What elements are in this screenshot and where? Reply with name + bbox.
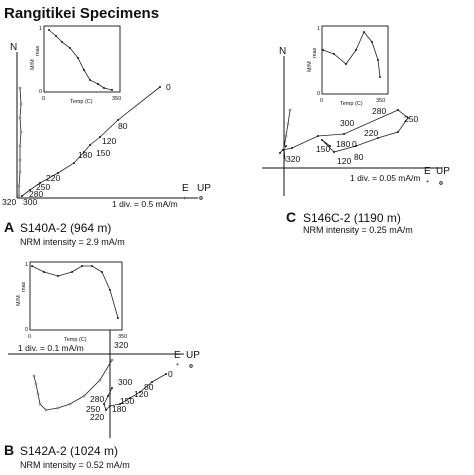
panel-b-step-250: 250 — [86, 404, 100, 414]
panel-a-inset-curve — [48, 29, 113, 91]
panel-a-east-sym: + — [183, 196, 186, 202]
panel-a: N E + UP 0 80 120 150 180 220 250 280 30… — [2, 25, 211, 247]
panel-c-north-label: N — [279, 46, 286, 57]
panel-a-step-0: 0 — [166, 82, 171, 92]
panel-b-inset-xtick-350: 350 — [118, 334, 127, 340]
panel-c-step-120: 120 — [337, 156, 351, 166]
panel-c-step-280: 280 — [372, 106, 386, 116]
panel-c-inset-curve — [322, 31, 381, 78]
panel-b-step-80: 80 — [144, 382, 154, 392]
panel-b-inset-ylabel: M/M — [16, 295, 22, 306]
panel-c-vertical-trace — [282, 108, 292, 162]
panel-c-letter: C — [286, 209, 296, 225]
panel-b-inset-ytick-top: 1 — [25, 262, 28, 268]
panel-a-inset-ytick-top: 1 — [39, 26, 42, 32]
panel-c-inset: M/M max 1 0 0 350 Temp (C) — [307, 25, 389, 107]
panel-b-inset-xlabel: Temp (C) — [64, 337, 87, 343]
panel-b-step-120: 120 — [134, 389, 148, 399]
panel-c-inset-xlabel: Temp (C) — [340, 101, 363, 107]
panel-a-up-label: UP — [197, 183, 211, 194]
panel-c-inset-xtick-350: 350 — [376, 98, 385, 104]
figure-title: Rangitikei Specimens — [4, 5, 159, 22]
panel-a-east-label: E — [182, 183, 189, 194]
panel-c-scale: 1 div. = 0.05 mA/m — [350, 173, 420, 183]
panel-c-step-300: 300 — [340, 118, 354, 128]
panel-c-caption: S146C-2 (1190 m) — [303, 211, 401, 225]
panel-c: N E + UP 0 80 120 150 180 220 250 280 30… — [262, 25, 450, 235]
panel-b-inset-ysub: max — [21, 281, 27, 292]
panel-b-inset-ytick-bottom: 0 — [25, 327, 28, 333]
panel-a-caption: S140A-2 (964 m) — [20, 221, 111, 235]
panel-b-inset-xtick-0: 0 — [28, 334, 31, 340]
panel-c-east-label: E — [424, 166, 431, 177]
panel-a-nrm: NRM intensity = 2.9 mA/m — [20, 237, 125, 247]
panel-a-inset-ytick-bottom: 0 — [39, 89, 42, 95]
panel-b-step-180: 180 — [112, 404, 126, 414]
panel-c-step-180: 180 — [336, 139, 350, 149]
panel-b-up-label: UP — [186, 350, 200, 361]
panel-a-inset-xtick-0: 0 — [42, 96, 45, 102]
panel-a-inset-xtick-350: 350 — [112, 96, 121, 102]
panel-c-up-label: UP — [436, 166, 450, 177]
panel-c-up-sym — [439, 181, 443, 185]
panel-c-step-320: 320 — [286, 154, 300, 164]
panel-a-step-220: 220 — [46, 173, 60, 183]
panel-c-nrm: NRM intensity = 0.25 mA/m — [303, 225, 413, 235]
panel-b-up-sym — [189, 364, 193, 368]
panel-b-letter: B — [4, 442, 14, 458]
panel-a-north-label: N — [10, 42, 17, 53]
panel-b-step-300: 300 — [118, 377, 132, 387]
panel-b-inset: M/M max 1 0 0 350 Temp (C) — [16, 261, 127, 343]
panel-b-east-sym: + — [176, 362, 179, 368]
panel-c-step-220: 220 — [364, 128, 378, 138]
panel-b-step-320: 320 — [114, 340, 128, 350]
panel-c-inset-xtick-0: 0 — [320, 98, 323, 104]
panel-a-up-sym — [199, 196, 203, 200]
panel-a-step-300: 300 — [23, 197, 37, 207]
panel-b-step-220: 220 — [90, 412, 104, 422]
panel-a-step-80: 80 — [118, 121, 128, 131]
panel-c-inset-ytick-bottom: 0 — [317, 91, 320, 97]
panel-b-step-280: 280 — [90, 394, 104, 404]
panel-c-inset-ysub: max — [312, 47, 318, 58]
panel-b-step-0: 0 — [168, 369, 173, 379]
panel-a-step-120: 120 — [102, 136, 116, 146]
panel-a-inset: M/M max 1 0 0 350 Temp (C) — [30, 25, 121, 105]
panel-a-step-150: 150 — [96, 148, 110, 158]
panel-a-inset-xlabel: Temp (C) — [70, 99, 93, 105]
panel-a-step-180: 180 — [78, 150, 92, 160]
panel-c-step-250: 250 — [404, 114, 418, 124]
panel-b: N E + UP 0 80 120 150 180 220 250 280 30… — [4, 261, 200, 470]
panel-a-step-250: 250 — [36, 182, 50, 192]
panel-b-nrm: NRM intensity = 0.52 mA/m — [20, 460, 130, 470]
panel-a-horizontal-trace — [21, 86, 161, 197]
panel-c-inset-ytick-top: 1 — [317, 26, 320, 32]
panel-a-inset-ylabel: M/M — [30, 59, 36, 70]
panel-a-step-280: 280 — [29, 189, 43, 199]
panel-a-scale: 1 div. = 0.5 mA/m — [112, 199, 178, 209]
panel-b-east-label: E — [174, 350, 181, 361]
panel-c-inset-ylabel: M/M — [307, 61, 313, 72]
panel-b-scale: 1 div. = 0.1 mA/m — [18, 343, 84, 353]
panel-a-letter: A — [4, 219, 14, 235]
panel-b-step-150: 150 — [120, 396, 134, 406]
panel-a-inset-ysub: max — [35, 45, 41, 56]
panel-b-caption: S142A-2 (1024 m) — [20, 444, 118, 458]
panel-a-vertical-trace — [17, 86, 23, 198]
panel-c-step-0: 0 — [352, 139, 357, 149]
panel-b-inset-curve — [31, 265, 119, 319]
panel-c-east-sym: + — [426, 179, 429, 185]
panel-c-step-150: 150 — [316, 144, 330, 154]
panel-c-step-80: 80 — [354, 152, 364, 162]
panel-b-vertical-trace — [32, 358, 114, 412]
panel-a-step-320: 320 — [2, 197, 16, 207]
